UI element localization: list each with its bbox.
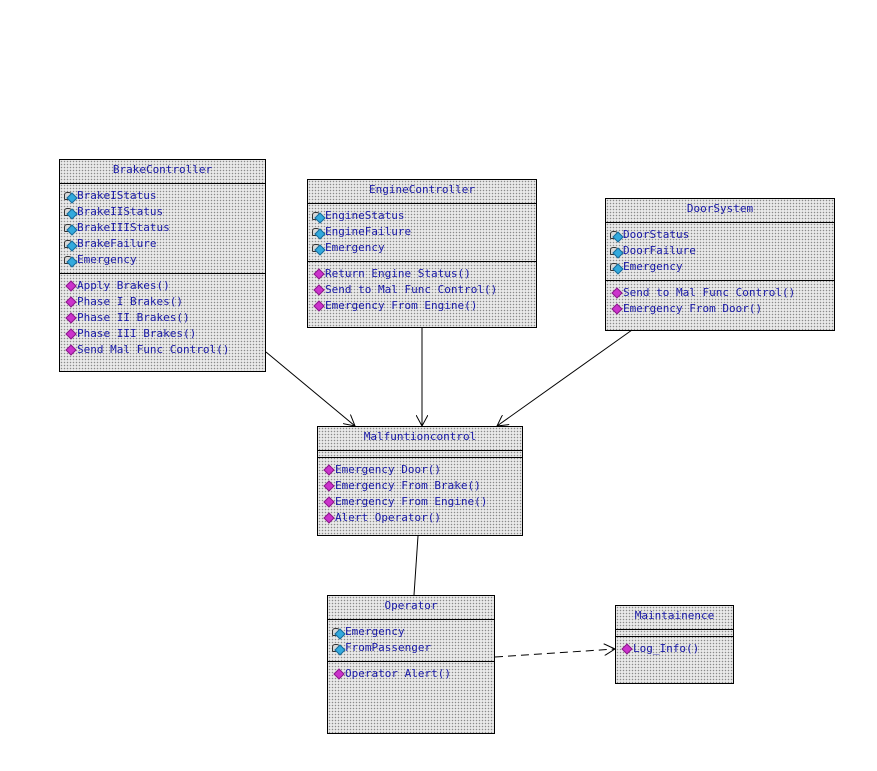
operation-row[interactable]: Emergency Door() — [320, 462, 522, 478]
public-operation-icon — [322, 496, 335, 508]
public-operation-icon — [64, 312, 77, 324]
public-operation-icon — [620, 643, 633, 655]
public-operation-icon — [312, 268, 325, 280]
class-name: EngineController — [308, 180, 536, 204]
public-operation-icon — [64, 280, 77, 292]
operations-compartment: Send to Mal Func Control() Emergency Fro… — [606, 281, 834, 322]
operations-compartment: Apply Brakes() Phase I Brakes() Phase II… — [60, 274, 265, 363]
private-attribute-icon — [64, 207, 78, 220]
operation-row[interactable]: Emergency From Door() — [608, 301, 834, 317]
door-system-class[interactable]: DoorSystem DoorStatus DoorFailure Emerge… — [605, 198, 835, 331]
maintainence-class[interactable]: Maintainence Log_Info() — [615, 605, 734, 684]
operations-compartment: Return Engine Status() Send to Mal Func … — [308, 262, 536, 319]
operation-row[interactable]: Emergency From Engine() — [310, 298, 536, 314]
private-attribute-icon — [312, 243, 326, 256]
attributes-compartment: BrakeIStatus BrakeIIStatus BrakeIIIStatu… — [60, 184, 265, 274]
operation-row[interactable]: Alert Operator() — [320, 510, 522, 526]
attribute-row[interactable]: BrakeIIIStatus — [62, 220, 265, 236]
operation-row[interactable]: Phase III Brakes() — [62, 326, 265, 342]
attribute-row[interactable]: EngineFailure — [310, 224, 536, 240]
attribute-row[interactable]: DoorStatus — [608, 227, 834, 243]
operations-compartment: Emergency Door() Emergency From Brake() … — [318, 458, 522, 531]
private-attribute-icon — [64, 191, 78, 204]
operation-row[interactable]: Operator Alert() — [330, 666, 494, 682]
public-operation-icon — [322, 464, 335, 476]
attribute-row[interactable]: Emergency — [608, 259, 834, 275]
operation-row[interactable]: Emergency From Engine() — [320, 494, 522, 510]
attribute-row[interactable]: BrakeIIStatus — [62, 204, 265, 220]
private-attribute-icon — [610, 230, 624, 243]
operation-row[interactable]: Send to Mal Func Control() — [608, 285, 834, 301]
operator-class[interactable]: Operator Emergency FromPassenger Operato… — [327, 595, 495, 734]
brake-controller-class[interactable]: BrakeController BrakeIStatus BrakeIIStat… — [59, 159, 266, 372]
attributes-compartment — [318, 451, 522, 458]
attribute-row[interactable]: DoorFailure — [608, 243, 834, 259]
private-attribute-icon — [64, 255, 78, 268]
private-attribute-icon — [64, 223, 78, 236]
operation-row[interactable]: Send to Mal Func Control() — [310, 282, 536, 298]
private-attribute-icon — [610, 246, 624, 259]
operation-row[interactable]: Return Engine Status() — [310, 266, 536, 282]
attribute-row[interactable]: FromPassenger — [330, 640, 494, 656]
malfunction-to-operator-line[interactable] — [413, 535, 419, 596]
attributes-compartment — [616, 630, 733, 637]
public-operation-icon — [610, 303, 623, 315]
attribute-row[interactable]: BrakeFailure — [62, 236, 265, 252]
class-name: Maintainence — [616, 606, 733, 630]
public-operation-icon — [64, 344, 77, 356]
attributes-compartment: DoorStatus DoorFailure Emergency — [606, 223, 834, 281]
attribute-row[interactable]: Emergency — [310, 240, 536, 256]
operations-compartment: Operator Alert() — [328, 662, 494, 687]
attributes-compartment: EngineStatus EngineFailure Emergency — [308, 204, 536, 262]
operation-row[interactable]: Phase I Brakes() — [62, 294, 265, 310]
operation-row[interactable]: Emergency From Brake() — [320, 478, 522, 494]
operation-row[interactable]: Apply Brakes() — [62, 278, 265, 294]
class-name: DoorSystem — [606, 199, 834, 223]
operations-compartment: Log_Info() — [616, 637, 733, 662]
engine-controller-class[interactable]: EngineController EngineStatus EngineFail… — [307, 179, 537, 328]
public-operation-icon — [610, 287, 623, 299]
operation-row[interactable]: Log_Info() — [618, 641, 733, 657]
public-operation-icon — [322, 512, 335, 524]
operator-to-maintainence-dependency[interactable] — [494, 649, 615, 658]
attributes-compartment: Emergency FromPassenger — [328, 620, 494, 662]
private-attribute-icon — [332, 643, 346, 656]
attribute-row[interactable]: BrakeIStatus — [62, 188, 265, 204]
public-operation-icon — [312, 300, 325, 312]
private-attribute-icon — [312, 211, 326, 224]
private-attribute-icon — [64, 239, 78, 252]
class-name: Malfuntioncontrol — [318, 427, 522, 451]
private-attribute-icon — [312, 227, 326, 240]
class-name: BrakeController — [60, 160, 265, 184]
operation-row[interactable]: Phase II Brakes() — [62, 310, 265, 326]
attribute-row[interactable]: Emergency — [62, 252, 265, 268]
public-operation-icon — [332, 668, 345, 680]
attribute-row[interactable]: Emergency — [330, 624, 494, 640]
public-operation-icon — [64, 296, 77, 308]
brake-to-malfunction-arrow[interactable] — [265, 351, 355, 426]
public-operation-icon — [312, 284, 325, 296]
private-attribute-icon — [332, 627, 346, 640]
operation-row[interactable]: Send Mal Func Control() — [62, 342, 265, 358]
class-name: Operator — [328, 596, 494, 620]
malfunction-control-class[interactable]: Malfuntioncontrol Emergency Door() Emerg… — [317, 426, 523, 536]
attribute-row[interactable]: EngineStatus — [310, 208, 536, 224]
public-operation-icon — [322, 480, 335, 492]
private-attribute-icon — [610, 262, 624, 275]
public-operation-icon — [64, 328, 77, 340]
door-to-malfunction-arrow[interactable] — [497, 329, 633, 426]
